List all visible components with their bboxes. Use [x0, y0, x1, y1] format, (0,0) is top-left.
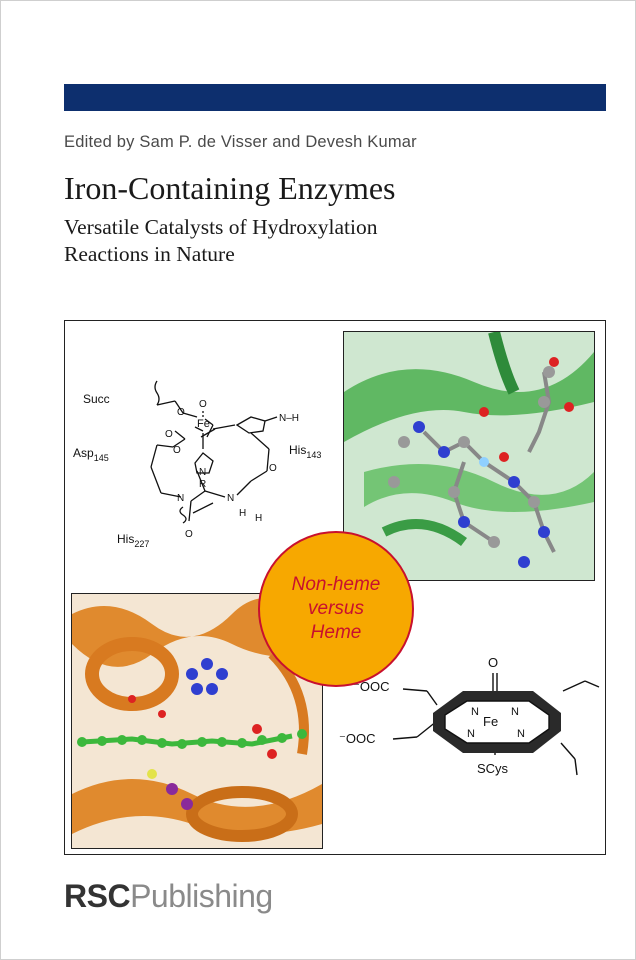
heme-protein-image	[71, 593, 323, 849]
cover-artwork: Succ Asp145 His143 His227 Fe O O O O N–H…	[64, 320, 606, 855]
scys-label: SCys	[477, 761, 509, 776]
badge-line-2: versus	[308, 598, 364, 619]
subtitle-line-1: Versatile Catalysts of Hydroxylation	[64, 215, 378, 239]
oxo-label-heme: O	[488, 655, 498, 670]
editors-line: Edited by Sam P. de Visser and Devesh Ku…	[64, 133, 417, 151]
his227-label: His227	[117, 532, 149, 549]
header-bar	[64, 84, 606, 111]
book-subtitle: Versatile Catalysts of Hydroxylation Rea…	[64, 214, 524, 268]
h-label-2: H	[255, 513, 262, 524]
publisher-logo: RSCPublishing	[64, 878, 273, 915]
his143-label: His143	[289, 443, 321, 460]
o-label-2: O	[165, 429, 173, 440]
heme-structure-drawing: ⁻OOC ⁻OOC O Fe N N N N SCys	[339, 655, 600, 776]
n-label-2: N	[177, 493, 184, 504]
nonheme-structure-drawing: Succ Asp145 His143 His227 Fe O O O O N–H…	[73, 380, 321, 549]
non-heme-versus-heme-badge: Non-heme versus Heme	[258, 531, 414, 687]
carboxylate-label-2: ⁻OOC	[339, 731, 375, 746]
badge-line-3: Heme	[310, 622, 362, 643]
subtitle-line-2: Reactions in Nature	[64, 242, 235, 266]
o-label-3: O	[173, 445, 181, 456]
n-label-heme-2: N	[511, 706, 519, 718]
carboxylate-label-1: ⁻OOC	[353, 679, 389, 694]
o-label-4: O	[185, 529, 193, 540]
n-label-3: N	[227, 493, 234, 504]
nh-label: N–H	[279, 413, 299, 424]
r-label: R	[199, 479, 206, 490]
fe-label-heme: Fe	[483, 714, 498, 729]
h-label: H	[239, 508, 246, 519]
publisher-rsc: RSC	[64, 878, 131, 914]
oxo-label: O	[199, 399, 207, 410]
o-label-5: O	[269, 463, 277, 474]
o-label-1: O	[177, 407, 185, 418]
n-label-heme-1: N	[471, 706, 479, 718]
succ-label: Succ	[83, 392, 110, 406]
n-label: N	[199, 467, 206, 478]
n-label-heme-3: N	[467, 728, 475, 740]
n-label-heme-4: N	[517, 728, 525, 740]
badge-line-1: Non-heme	[291, 574, 381, 595]
fe-label: Fe	[197, 418, 210, 430]
asp-label: Asp145	[73, 446, 109, 463]
publisher-publishing: Publishing	[130, 878, 273, 914]
book-title: Iron-Containing Enzymes	[64, 170, 396, 206]
nonheme-protein-image	[343, 331, 595, 581]
